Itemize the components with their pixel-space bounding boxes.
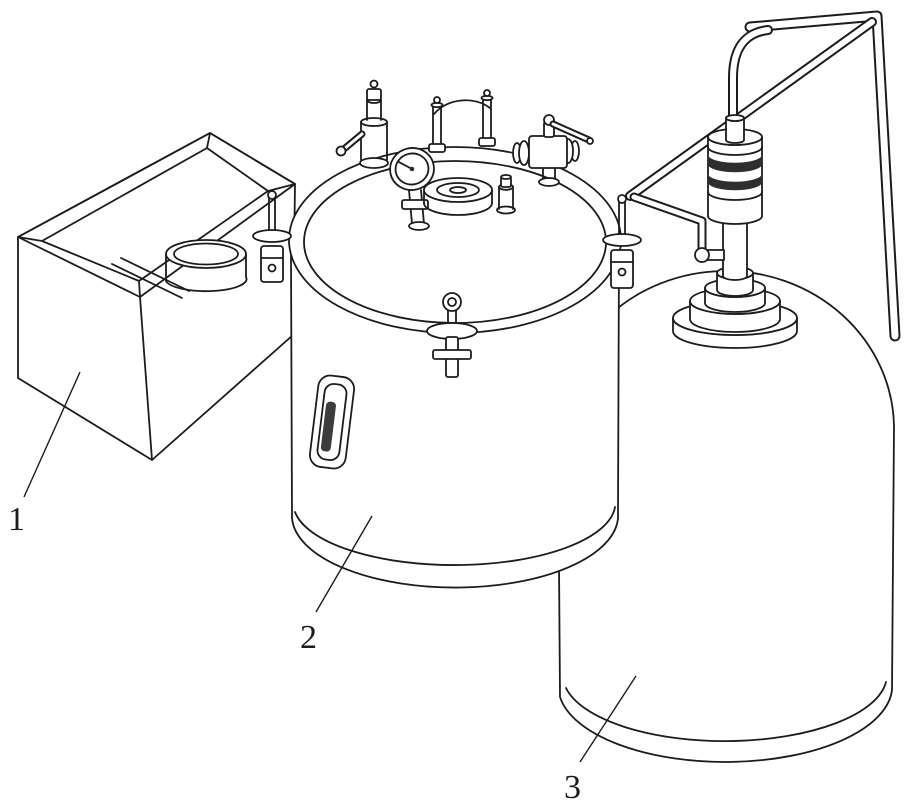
- rim-corner-front: [138, 280, 141, 298]
- label-2: 2: [300, 619, 317, 656]
- valve-lever-core: [342, 132, 364, 151]
- diagonal-pipe-core: [627, 19, 875, 199]
- stud2-nut: [478, 137, 496, 147]
- container-rim-inner: [173, 242, 239, 266]
- front-latch: [426, 292, 478, 378]
- lifting-bail: [433, 99, 491, 115]
- label-3: 3: [564, 769, 581, 806]
- pump-neck-top: [725, 114, 745, 122]
- rim-clamp-left: [252, 190, 292, 283]
- label-1: 1: [8, 501, 25, 538]
- clampL-hole: [267, 263, 277, 273]
- reference-labels: 1 2 3: [8, 371, 637, 806]
- container-rim: [165, 239, 247, 269]
- pump-band-lower: [707, 173, 763, 191]
- center-flange-port: [423, 89, 496, 216]
- bvalve-lever-tip: [586, 137, 594, 145]
- side-feed-pipe-core: [631, 194, 705, 251]
- latch-cross-bar: [432, 349, 472, 360]
- rim-corner-right: [267, 183, 296, 192]
- valve-body-top: [360, 117, 388, 127]
- stud1-ball: [433, 96, 441, 104]
- box-front-edge: [139, 296, 153, 461]
- stud1-nut: [428, 143, 446, 153]
- gauge-pivot: [409, 166, 415, 172]
- flange-ring-center: [449, 186, 467, 194]
- flange-ring-mid: [436, 182, 480, 198]
- valve-cap: [366, 88, 382, 101]
- bvalve-base: [538, 177, 560, 187]
- box-floor-line-b: [120, 257, 190, 292]
- valve-base-flange: [359, 157, 389, 169]
- flange-bottom-arc: [423, 202, 493, 216]
- clampL-ball: [267, 190, 277, 200]
- inner-container: [165, 239, 248, 293]
- gauge-nut: [401, 199, 429, 210]
- pump-ring-line-b: [707, 191, 763, 201]
- pressure-gauge: [389, 147, 435, 231]
- leader-line-1: [23, 371, 81, 498]
- capped-port: [496, 174, 516, 215]
- flange-top: [423, 177, 493, 203]
- side-feed-pipe-outline: [629, 192, 707, 253]
- rim-corner-back: [206, 132, 211, 149]
- stud2-ball: [483, 89, 491, 97]
- clampR-ball: [617, 194, 627, 204]
- recessed-handle: [309, 374, 355, 470]
- support-frame-and-piping: [625, 10, 901, 342]
- tank-body: [557, 270, 895, 763]
- pump-assembly: [672, 114, 798, 349]
- vessel-body: [290, 249, 620, 589]
- feed-box: [17, 132, 296, 461]
- pump-band-upper: [707, 154, 763, 173]
- frame-bar-core: [746, 12, 899, 340]
- rim-clamp-right: [602, 194, 642, 289]
- gauge-face-inner: [394, 152, 430, 186]
- pump-ring-line-a: [707, 146, 763, 156]
- bvalve-flange-left: [518, 140, 530, 166]
- port-cap-top: [500, 174, 512, 180]
- container-bottom-arc: [165, 276, 248, 293]
- gauge-needle: [397, 160, 413, 170]
- gauge-face-group: [389, 147, 435, 191]
- clampR-hole: [617, 267, 627, 277]
- clampR-washer: [602, 233, 642, 247]
- rim-corner-left: [17, 236, 43, 242]
- valve-lever-knob: [335, 145, 347, 157]
- storage-tank: [557, 270, 895, 763]
- bvalve-block: [528, 135, 568, 169]
- riser-pipe-core: [730, 27, 771, 153]
- vessel-bottom-inner-arc: [294, 506, 616, 566]
- tank-bottom-inner-arc: [565, 681, 887, 743]
- handle-grip-slot: [320, 401, 336, 452]
- gauge-base: [408, 221, 430, 231]
- clampL-washer: [252, 229, 292, 243]
- side-valve-ball: [694, 247, 710, 263]
- leader-line-3: [579, 675, 637, 763]
- reactor-vessel: [288, 146, 622, 589]
- relief-valve: [335, 79, 389, 169]
- latch-ring-inner: [447, 297, 457, 307]
- leader-line-2: [315, 515, 373, 613]
- ball-valve: [512, 114, 594, 187]
- bvalve-lever-core: [551, 122, 591, 142]
- valve-cap-ball: [369, 79, 379, 89]
- port-base: [496, 205, 516, 215]
- box-floor-line-a: [111, 263, 183, 299]
